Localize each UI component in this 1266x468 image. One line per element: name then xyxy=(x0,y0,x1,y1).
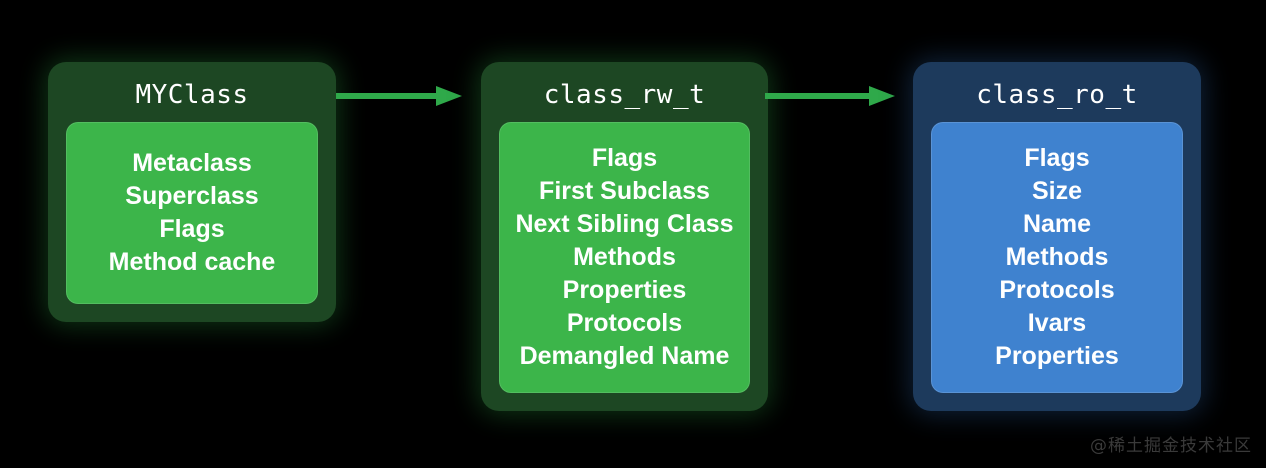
arrow-class-rw-t-to-class-ro-t xyxy=(765,86,895,106)
node-myclass-title: MYClass xyxy=(135,80,249,110)
node-class-rw-t: class_rw_t Flags First Subclass Next Sib… xyxy=(481,62,768,411)
field-item: Method cache xyxy=(108,248,276,276)
field-item: Protocols xyxy=(566,309,683,337)
node-class-rw-t-fields: Flags First Subclass Next Sibling Class … xyxy=(499,122,750,393)
field-item: Next Sibling Class xyxy=(515,210,734,238)
node-class-ro-t: class_ro_t Flags Size Name Methods Proto… xyxy=(913,62,1201,411)
field-item: Flags xyxy=(591,144,658,172)
node-class-rw-t-title: class_rw_t xyxy=(543,80,706,110)
field-item: Ivars xyxy=(1027,309,1087,337)
field-item: Flags xyxy=(159,215,225,243)
field-item: Methods xyxy=(1005,243,1109,271)
node-myclass: MYClass Metaclass Superclass Flags Metho… xyxy=(48,62,336,322)
arrow-myclass-to-class-rw-t xyxy=(336,86,462,106)
field-item: Properties xyxy=(995,342,1119,370)
field-item: Superclass xyxy=(125,182,259,210)
watermark: @稀土掘金技术社区 xyxy=(1090,436,1252,456)
node-myclass-fields: Metaclass Superclass Flags Method cache xyxy=(66,122,318,304)
field-item: Methods xyxy=(573,243,676,271)
field-item: Name xyxy=(1022,210,1092,238)
field-item: Protocols xyxy=(999,276,1115,304)
field-item: First Subclass xyxy=(539,177,710,205)
node-class-ro-t-fields: Flags Size Name Methods Protocols Ivars … xyxy=(931,122,1183,393)
field-item: Size xyxy=(1031,177,1083,205)
node-class-ro-t-title: class_ro_t xyxy=(976,80,1138,110)
field-item: Metaclass xyxy=(132,149,252,177)
field-item: Demangled Name xyxy=(519,342,730,370)
field-item: Flags xyxy=(1024,144,1090,172)
field-item: Properties xyxy=(562,276,687,304)
